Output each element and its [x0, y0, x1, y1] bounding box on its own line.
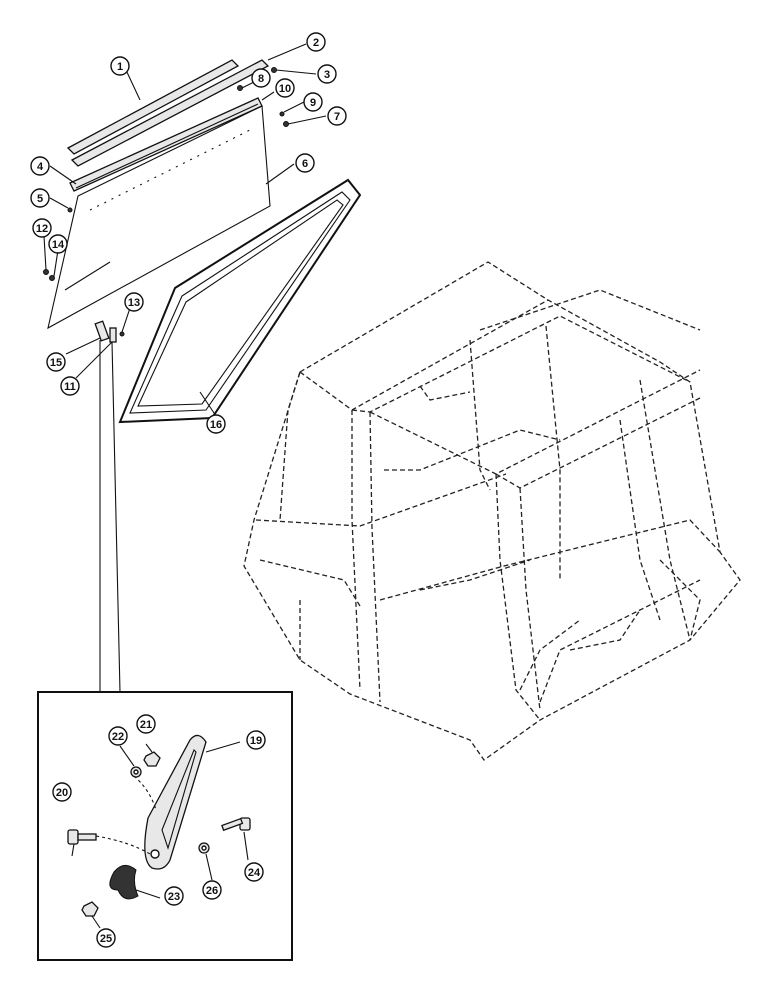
callout-22: 22: [108, 726, 128, 746]
screw-13: [119, 331, 125, 337]
callout-8: 8: [251, 68, 271, 88]
callout-label: 1: [117, 61, 123, 73]
nut-25: [81, 901, 99, 917]
callout-20: 20: [52, 782, 72, 802]
screw-8: [237, 85, 243, 91]
adjuster-arm-19: [144, 734, 207, 870]
callout-1: 1: [110, 56, 130, 76]
callout-13: 13: [124, 292, 144, 312]
callout-23: 23: [164, 886, 184, 906]
glass-pane: [47, 105, 271, 330]
latch-plate-15: [94, 320, 110, 342]
washer-9: [279, 111, 285, 117]
knob-23: [109, 865, 139, 900]
callout-label: 6: [302, 158, 308, 170]
callout-24: 24: [244, 862, 264, 882]
callout-label: 5: [37, 193, 43, 205]
callout-25: 25: [96, 928, 116, 948]
callout-label: 11: [64, 381, 76, 393]
callout-label: 8: [258, 73, 264, 85]
callout-label: 9: [310, 97, 316, 109]
callout-label: 26: [206, 885, 218, 897]
callout-label: 24: [248, 867, 261, 879]
callout-4: 4: [30, 156, 50, 176]
callout-label: 7: [334, 111, 340, 123]
callout-label: 13: [128, 297, 140, 309]
callout-19: 19: [246, 730, 266, 750]
callout-label: 25: [100, 933, 112, 945]
callout-21: 21: [136, 714, 156, 734]
washer-12: [43, 269, 49, 275]
callout-label: 22: [112, 731, 124, 743]
callout-label: 12: [36, 223, 48, 235]
bolt-24: [221, 817, 251, 832]
callout-2: 2: [306, 32, 326, 52]
detail-box: [37, 691, 293, 961]
screw-7: [283, 121, 289, 127]
nut-14: [49, 275, 55, 281]
callout-5: 5: [30, 188, 50, 208]
upper-rail: [66, 59, 270, 167]
callout-14: 14: [48, 234, 68, 254]
callout-12: 12: [32, 218, 52, 238]
callout-26: 26: [202, 880, 222, 900]
callout-16: 16: [206, 414, 226, 434]
callout-label: 10: [279, 83, 291, 95]
callout-6: 6: [295, 153, 315, 173]
screw-3: [271, 67, 277, 73]
callout-7: 7: [327, 106, 347, 126]
callout-label: 3: [324, 69, 330, 81]
bolt-20: [67, 829, 97, 845]
callout-label: 20: [56, 787, 68, 799]
callout-9: 9: [303, 92, 323, 112]
callout-label: 4: [37, 161, 44, 173]
cab-outline: [243, 261, 741, 761]
latch-11: [109, 327, 117, 343]
washer-26: [198, 842, 210, 854]
callout-label: 23: [168, 891, 180, 903]
callout-label: 15: [50, 357, 62, 369]
callout-15: 15: [46, 352, 66, 372]
callout-label: 2: [313, 37, 319, 49]
callout-10: 10: [275, 78, 295, 98]
callout-label: 14: [52, 239, 65, 251]
callout-3: 3: [317, 64, 337, 84]
hex-nut-21: [143, 751, 161, 767]
callout-label: 19: [250, 735, 262, 747]
callout-label: 21: [140, 719, 152, 731]
washer-22: [130, 766, 142, 778]
screw-5: [67, 207, 73, 213]
callout-11: 11: [60, 376, 80, 396]
callout-label: 16: [210, 419, 222, 431]
window-frame-seal: [118, 178, 362, 424]
